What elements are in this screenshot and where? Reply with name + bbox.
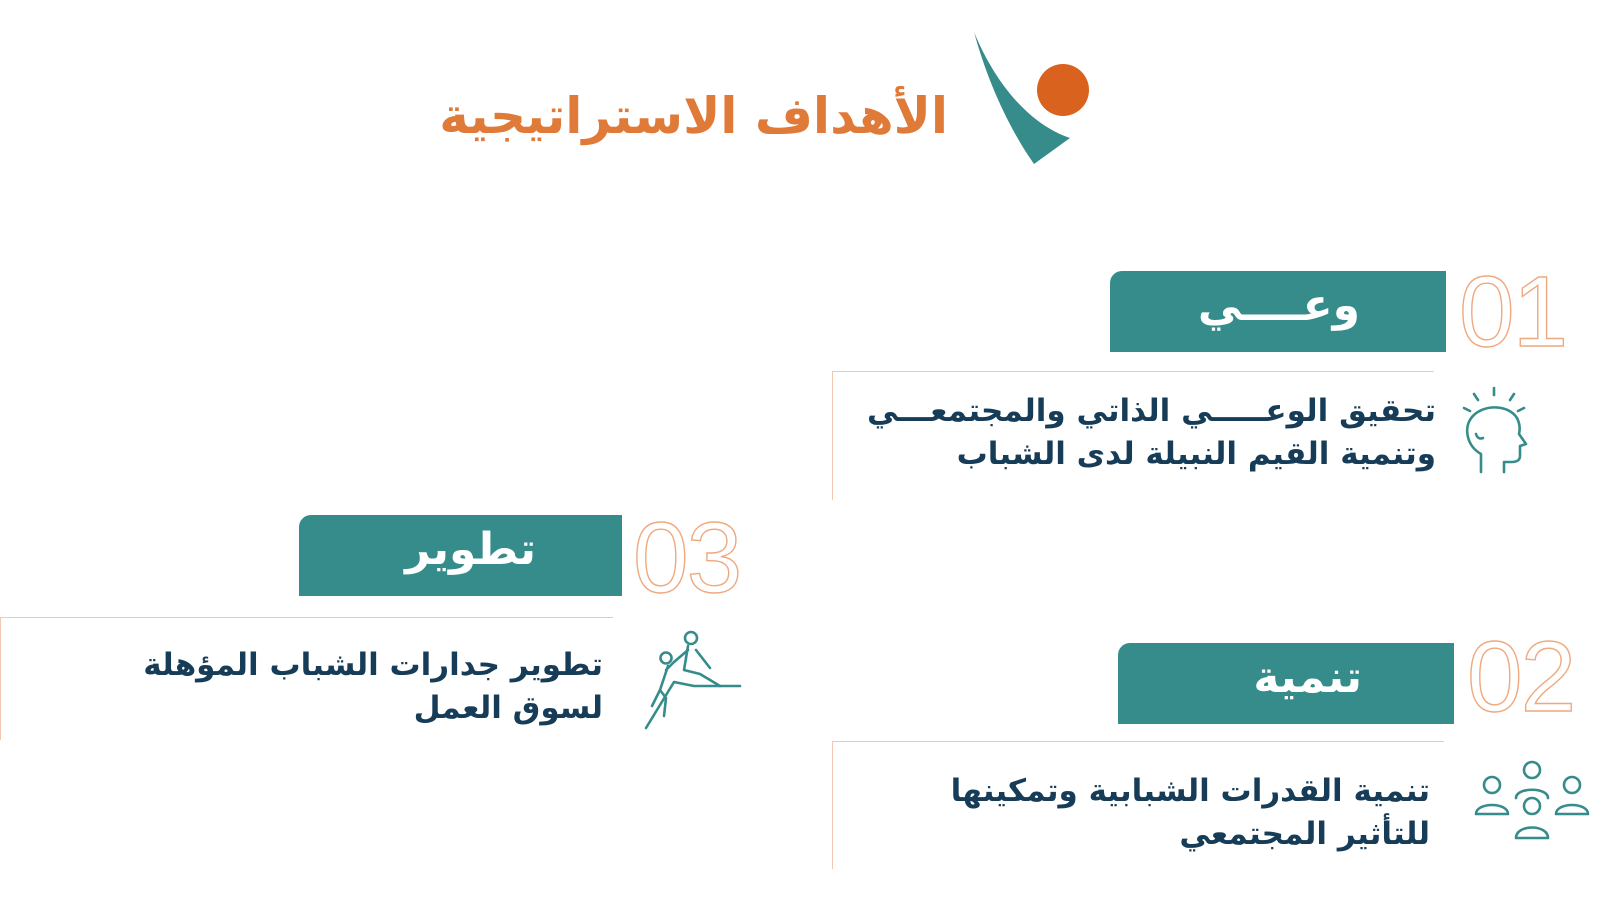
goal-description: تطوير جدارات الشباب المؤهلة لسوق العمل xyxy=(143,647,603,726)
page-title: الأهداف الاستراتيجية xyxy=(439,87,948,145)
goal-card xyxy=(832,741,1444,869)
climbing-help-icon xyxy=(644,630,742,730)
goal-description: تحقيق الوعـــــي الذاتي والمجتمعـــي وتن… xyxy=(866,393,1436,472)
brand-logo-icon xyxy=(974,32,1089,164)
goal-number: 01 xyxy=(1458,256,1569,368)
goal-description: تنمية القدرات الشبابية وتمكينها للتأثير … xyxy=(950,773,1430,852)
goal-label-pill: تنمية xyxy=(1118,643,1454,724)
goal-label: تطوير xyxy=(405,524,536,575)
goal-number: 03 xyxy=(632,502,743,614)
goal-label-pill: وعــــي xyxy=(1110,271,1446,352)
goal-label-pill: تطوير xyxy=(299,515,622,596)
goal-label: تنمية xyxy=(1253,652,1362,703)
head-idea-icon xyxy=(1462,386,1528,474)
people-group-icon xyxy=(1474,760,1590,840)
goal-number: 02 xyxy=(1466,621,1577,733)
goal-card xyxy=(832,371,1434,500)
goal-label: وعــــي xyxy=(1197,280,1360,331)
goal-card xyxy=(0,617,613,740)
